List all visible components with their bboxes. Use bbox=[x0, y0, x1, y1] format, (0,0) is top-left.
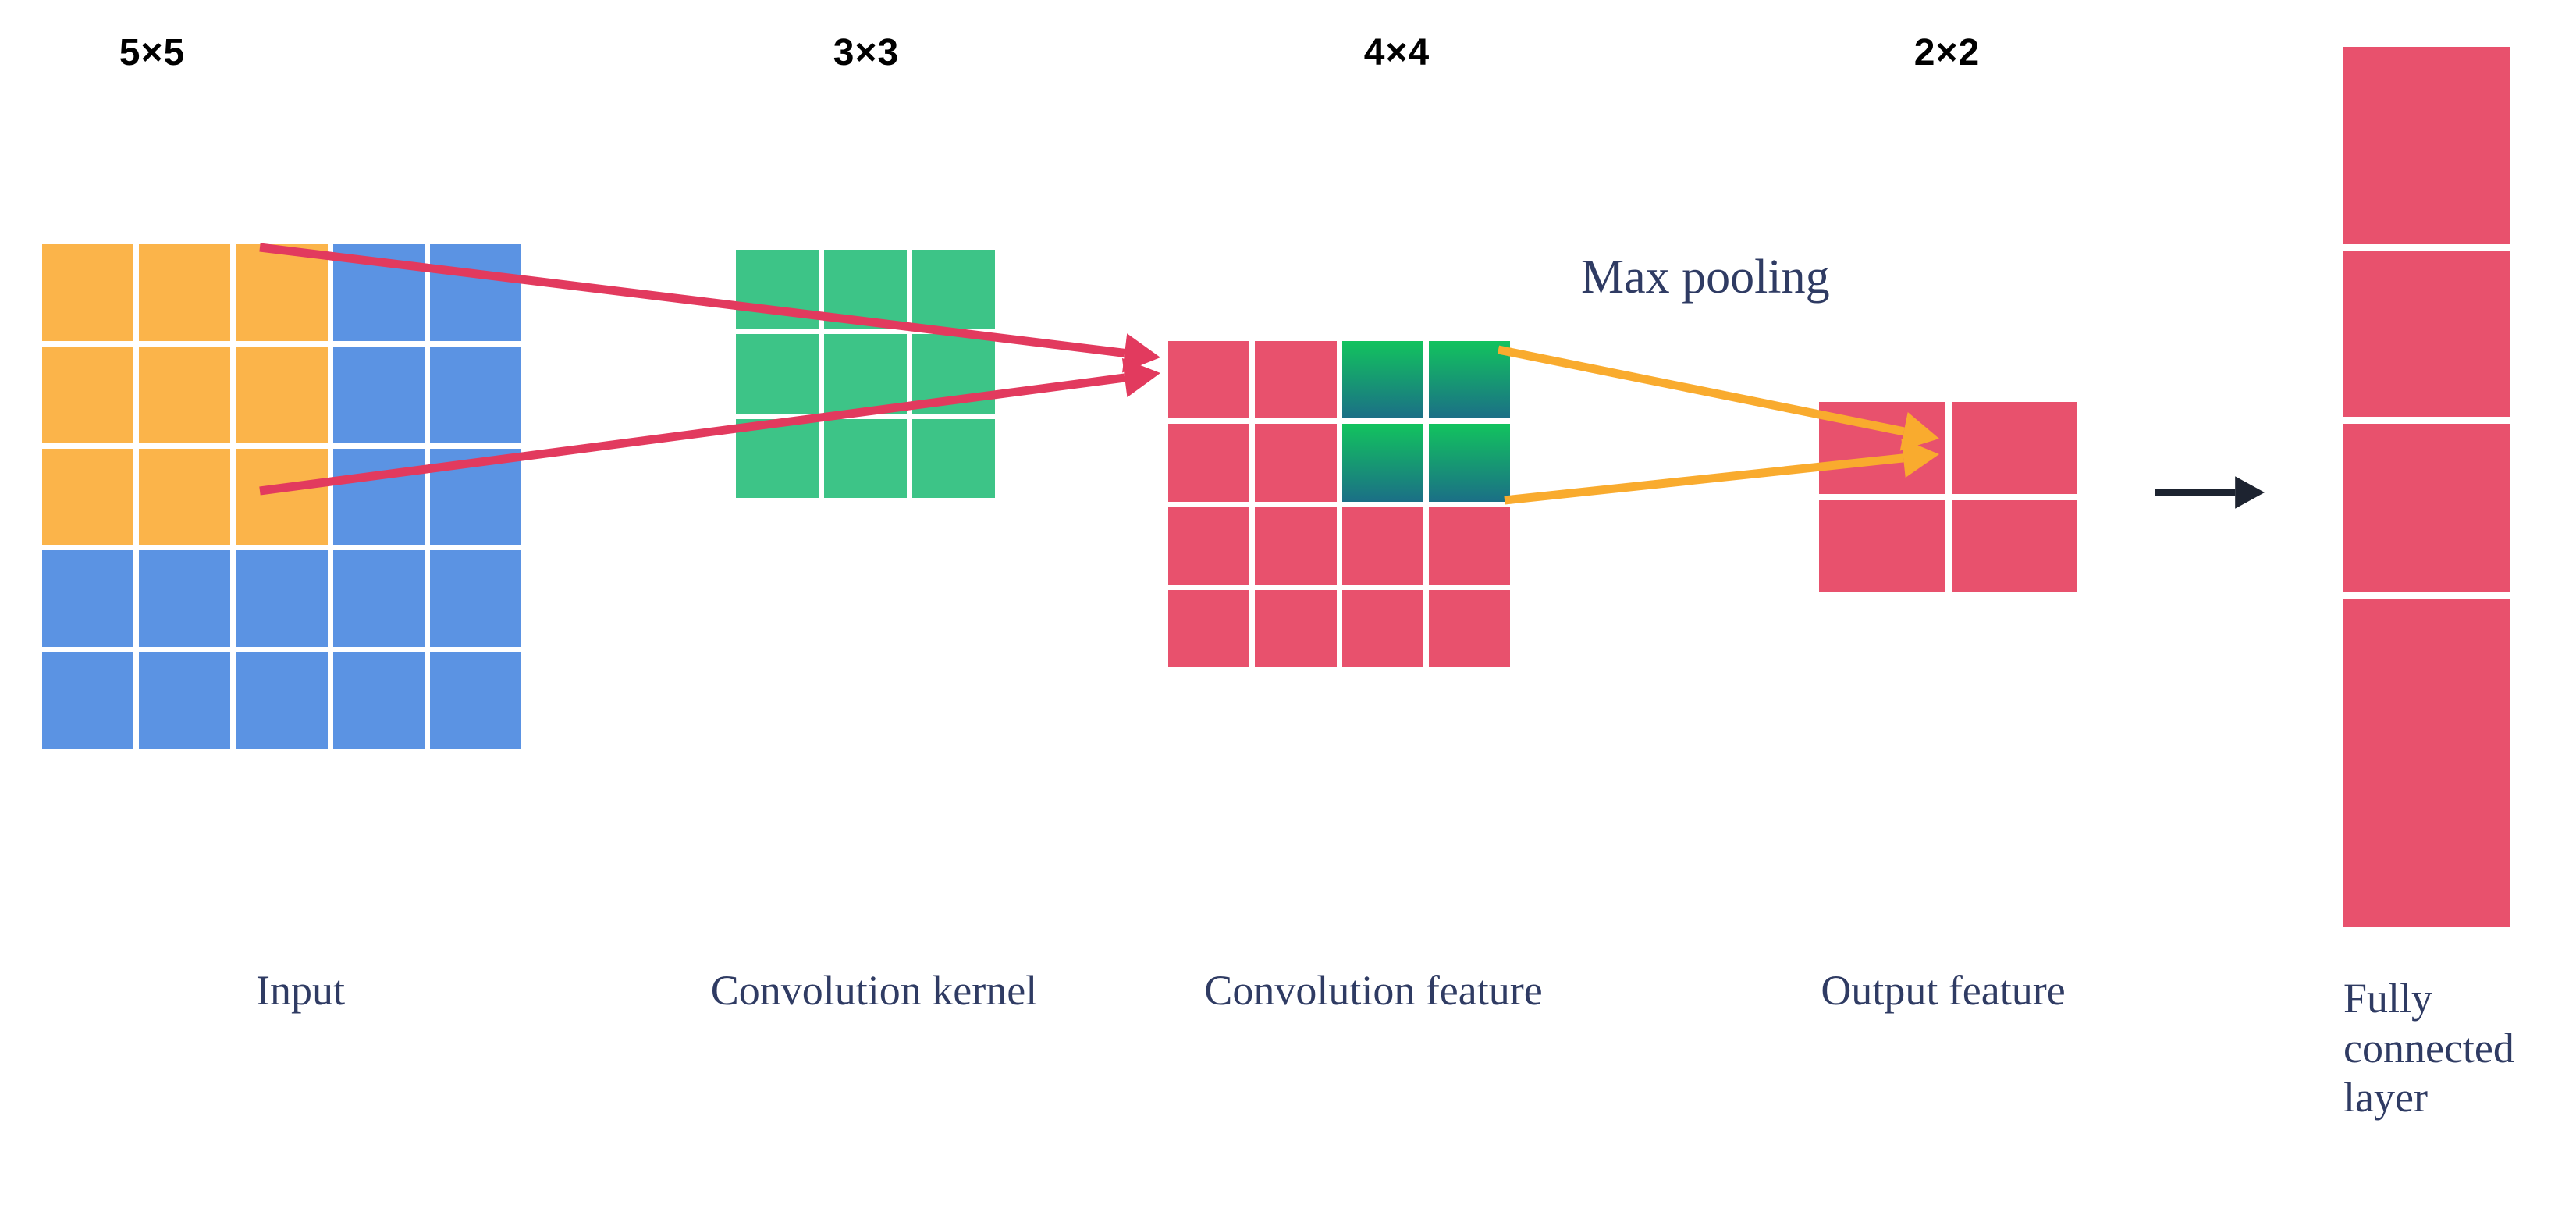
convolution-kernel-grid-cell-r3c2 bbox=[824, 418, 907, 498]
input-grid-cell-r4c4 bbox=[332, 550, 425, 648]
kernel-caption: Convolution kernel bbox=[710, 967, 1038, 1014]
input-grid-cell-r3c1 bbox=[42, 448, 134, 546]
fully-connected-column bbox=[2343, 47, 2510, 927]
input-grid-cell-r1c4 bbox=[332, 244, 425, 341]
input-grid-cell-r2c5 bbox=[429, 346, 521, 443]
convolution-feature-grid-cell-r3c4 bbox=[1428, 507, 1510, 585]
output-feature-grid-cell-r1c1 bbox=[1819, 402, 1945, 494]
convolution-feature-grid-cell-r3c1 bbox=[1168, 507, 1250, 585]
input-grid-cell-r3c5 bbox=[429, 448, 521, 546]
input-caption: Input bbox=[256, 967, 345, 1014]
convolution-feature-grid bbox=[1168, 341, 1510, 667]
fully-connected-caption-line-2: connected bbox=[2343, 1024, 2514, 1072]
output-feature-size-label: 2×2 bbox=[1913, 32, 1981, 73]
conv-arrow-top-head bbox=[1122, 333, 1160, 373]
input-grid-cell-r2c1 bbox=[42, 346, 134, 443]
fc-cell-3 bbox=[2343, 424, 2510, 592]
input-grid-cell-r4c5 bbox=[429, 550, 521, 648]
input-grid-cell-r5c4 bbox=[332, 652, 425, 749]
input-grid-cell-r2c4 bbox=[332, 346, 425, 443]
convolution-feature-grid-cell-r3c2 bbox=[1255, 507, 1337, 585]
convolution-feature-grid-cell-r4c4 bbox=[1428, 589, 1510, 667]
output-feature-grid bbox=[1819, 402, 2077, 592]
fc-cell-1 bbox=[2343, 47, 2510, 244]
convolution-feature-grid-cell-r1c2 bbox=[1255, 341, 1337, 419]
input-grid-cell-r2c3 bbox=[236, 346, 328, 443]
convolution-feature-grid-cell-r2c1 bbox=[1168, 424, 1250, 502]
input-grid-cell-r1c1 bbox=[42, 244, 134, 341]
fc-cell-2 bbox=[2343, 251, 2510, 417]
input-grid-cell-r5c2 bbox=[139, 652, 231, 749]
kernel-size-label: 3×3 bbox=[833, 32, 900, 73]
convolution-kernel-grid-cell-r1c2 bbox=[824, 250, 907, 329]
input-grid-cell-r1c5 bbox=[429, 244, 521, 341]
convolution-kernel-grid-cell-r2c3 bbox=[912, 334, 995, 414]
max-pooling-label: Max pooling bbox=[1581, 251, 1830, 304]
input-grid-cell-r4c1 bbox=[42, 550, 134, 648]
convolution-feature-grid-cell-r2c4 bbox=[1428, 424, 1510, 502]
convolution-feature-grid-cell-r1c1 bbox=[1168, 341, 1250, 419]
convolution-feature-grid-cell-r4c3 bbox=[1341, 589, 1423, 667]
convolution-feature-grid-cell-r1c4 bbox=[1428, 341, 1510, 419]
convolution-kernel-grid-cell-r2c2 bbox=[824, 334, 907, 414]
convolution-kernel-grid-cell-r3c3 bbox=[912, 418, 995, 498]
flatten-arrow-head bbox=[2235, 476, 2265, 509]
convolution-feature-grid-cell-r4c2 bbox=[1255, 589, 1337, 667]
convolution-kernel-grid-cell-r3c1 bbox=[736, 418, 819, 498]
input-grid-cell-r5c3 bbox=[236, 652, 328, 749]
input-grid-cell-r3c4 bbox=[332, 448, 425, 546]
fully-connected-caption-line-3: layer bbox=[2343, 1074, 2428, 1121]
input-grid-cell-r4c3 bbox=[236, 550, 328, 648]
fully-connected-caption-line-1: Fully bbox=[2343, 975, 2433, 1022]
conv-feature-size-label: 4×4 bbox=[1363, 32, 1430, 73]
output-feature-grid-cell-r2c1 bbox=[1819, 499, 1945, 592]
input-grid-cell-r3c2 bbox=[139, 448, 231, 546]
convolution-kernel-grid-cell-r1c3 bbox=[912, 250, 995, 329]
input-grid-cell-r1c3 bbox=[236, 244, 328, 341]
fc-cell-4 bbox=[2343, 599, 2510, 927]
convolution-feature-grid-cell-r2c2 bbox=[1255, 424, 1337, 502]
flatten-arrow bbox=[2155, 476, 2265, 509]
convolution-feature-grid-cell-r4c1 bbox=[1168, 589, 1250, 667]
convolution-feature-grid-cell-r1c3 bbox=[1341, 341, 1423, 419]
input-grid-cell-r5c5 bbox=[429, 652, 521, 749]
input-grid-cell-r2c2 bbox=[139, 346, 231, 443]
convolution-kernel-grid-cell-r2c1 bbox=[736, 334, 819, 414]
convolution-kernel-grid bbox=[736, 250, 995, 498]
input-grid-cell-r5c1 bbox=[42, 652, 134, 749]
output-feature-grid-cell-r1c2 bbox=[1951, 402, 2077, 494]
convolution-feature-grid-cell-r3c3 bbox=[1341, 507, 1423, 585]
conv-arrow-bottom-head bbox=[1121, 357, 1160, 398]
convolution-kernel-grid-cell-r1c1 bbox=[736, 250, 819, 329]
output-feature-grid-cell-r2c2 bbox=[1951, 499, 2077, 592]
input-grid-cell-r1c2 bbox=[139, 244, 231, 341]
input-grid-cell-r4c2 bbox=[139, 550, 231, 648]
input-grid-cell-r3c3 bbox=[236, 448, 328, 546]
convolution-feature-grid-cell-r2c3 bbox=[1341, 424, 1423, 502]
output-feature-caption: Output feature bbox=[1821, 967, 2066, 1014]
conv-feature-caption: Convolution feature bbox=[1204, 967, 1543, 1014]
input-size-label: 5×5 bbox=[119, 32, 186, 73]
input-grid bbox=[42, 244, 521, 749]
